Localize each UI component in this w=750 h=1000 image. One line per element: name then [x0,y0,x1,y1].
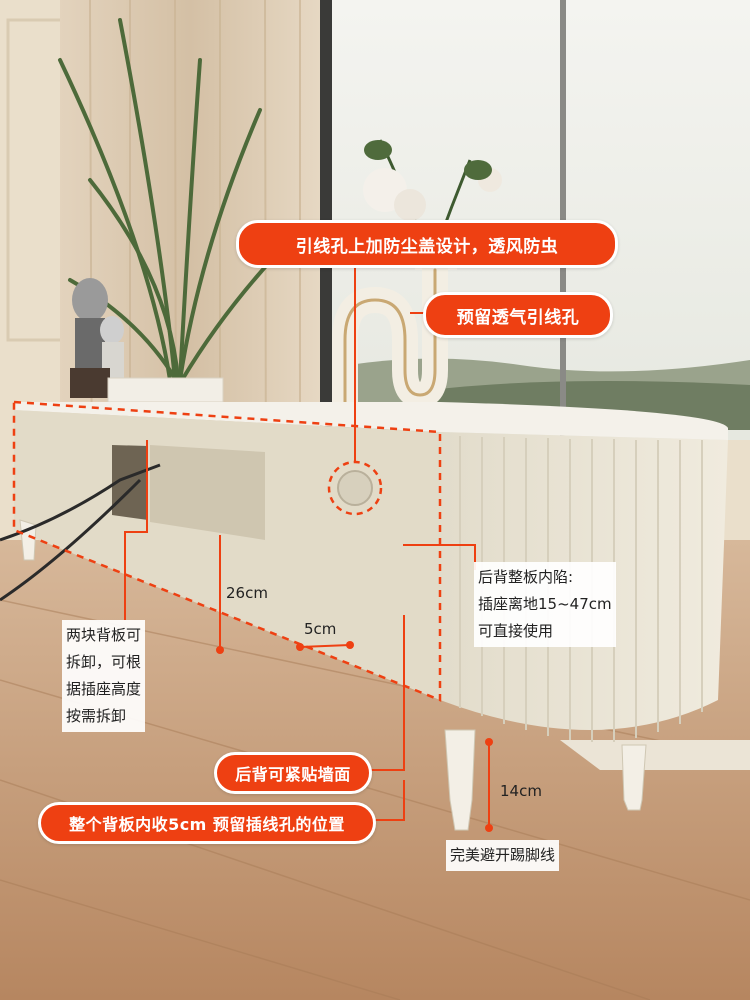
back-panel-outline [12,400,442,702]
height-26-label: 26cm [226,584,268,602]
back-recess-note: 后背整板内陷: 插座离地15~47cm 可直接使用 [474,562,616,647]
books [107,377,224,403]
dust-cover-callout: 引线孔上加防尘盖设计，透风防虫 [236,220,618,268]
rug [560,740,750,770]
vent-hole [337,470,373,506]
removable-line-2: 拆卸，可根 [66,653,142,671]
power-cable [0,463,161,542]
figurines [70,278,124,398]
leader-lines [124,258,490,828]
vent-hole-callout: 预留透气引线孔 [423,292,613,338]
leader-dots [216,641,493,832]
back-recess-line-1: 后背整板内陷: [478,568,574,586]
removable-line-3: 据插座高度 [66,680,142,698]
cabinet-legs [19,519,647,831]
compartment [150,445,265,540]
removable-panels-note: 两块背板可 拆卸，可根 据插座高度 按需拆卸 [62,620,146,732]
back-inset-callout: 整个背板内收5cm 预留插线孔的位置 [38,802,376,844]
inset-5-label: 5cm [304,620,337,638]
back-recess-line-3: 可直接使用 [478,622,554,640]
back-flush-callout: 后背可紧贴墙面 [214,752,372,794]
back-recess-line-2: 插座离地15~47cm [478,595,612,613]
skirting-note: 完美避开踢脚线 [446,840,560,871]
s-vase [332,257,448,418]
removable-line-1: 两块背板可 [66,626,142,644]
cabinet-top [14,402,728,440]
leg-14-label: 14cm [500,782,542,800]
cable-opening [112,445,148,520]
removable-line-4: 按需拆卸 [66,707,127,725]
